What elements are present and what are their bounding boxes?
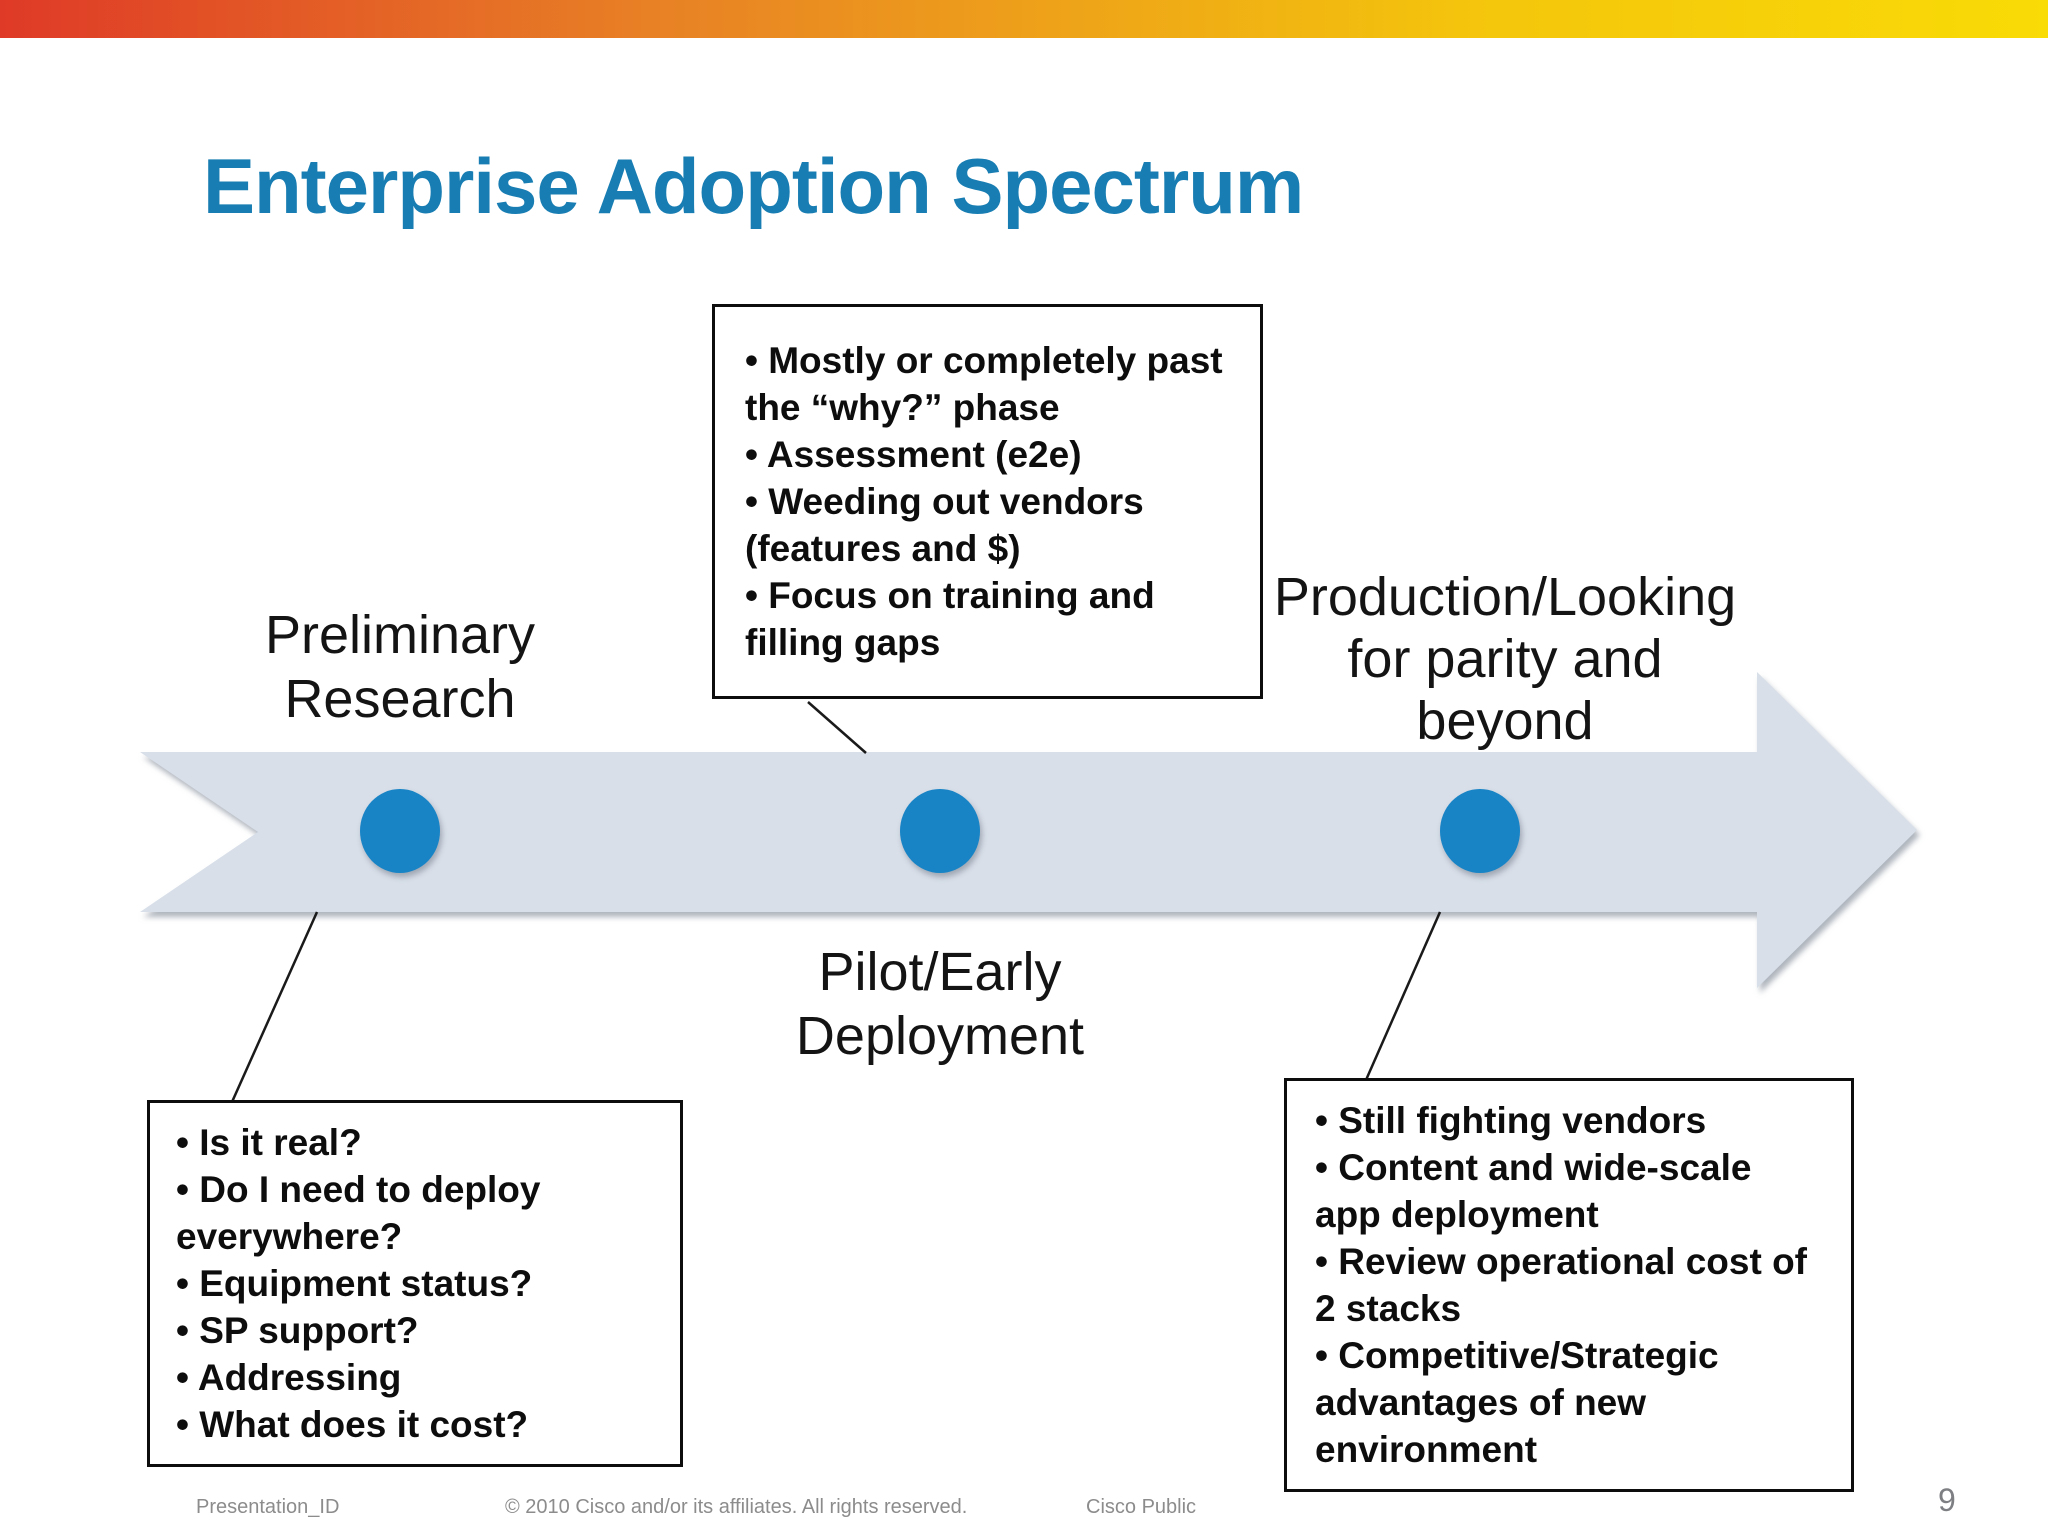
- connector-line-pilot: [807, 701, 867, 754]
- stage-label-preliminary-research: Preliminary Research: [264, 605, 536, 729]
- bullet-item: • What does it cost?: [176, 1404, 529, 1445]
- timeline-dot-production: [1440, 789, 1520, 873]
- bullet-item: • Still fighting vendors: [1315, 1100, 1707, 1141]
- bullet-item: • Content and wide-scale app deployment: [1315, 1147, 1752, 1235]
- timeline-arrow-shape: [140, 672, 1917, 988]
- bullet-item: • Is it real?: [176, 1122, 362, 1163]
- footer-presentation-id: Presentation_ID: [196, 1496, 340, 1518]
- connector-line-preliminary: [230, 911, 319, 1103]
- stage-label-production-parity: Production/Looking for parity and beyond: [1273, 567, 1737, 751]
- bullet-item: • Review operational cost of 2 stacks: [1315, 1241, 1808, 1329]
- bullet-item: • Do I need to deploy everywhere?: [176, 1169, 541, 1257]
- bullet-item: • SP support?: [176, 1310, 419, 1351]
- footer-classification: Cisco Public: [1086, 1496, 1197, 1518]
- timeline-dot-pilot: [900, 789, 980, 873]
- footer-copyright: © 2010 Cisco and/or its affiliates. All …: [505, 1496, 968, 1518]
- callout-box-pilot-early-deployment: • Mostly or completely past the “why?” p…: [712, 304, 1263, 699]
- brand-gradient-bar: [0, 0, 2048, 38]
- bullet-item: • Focus on training and filling gaps: [745, 575, 1155, 663]
- bullet-item: • Weeding out vendors (features and $): [745, 481, 1144, 569]
- callout-box-production: • Still fighting vendors • Content and wi…: [1284, 1078, 1854, 1492]
- bullet-item: • Assessment (e2e): [745, 434, 1082, 475]
- stage-label-pilot-early-deployment: Pilot/Early Deployment: [795, 942, 1085, 1066]
- bullet-item: • Mostly or completely past the “why?” p…: [745, 340, 1223, 428]
- page-title: Enterprise Adoption Spectrum: [203, 142, 1304, 230]
- bullet-item: • Equipment status?: [176, 1263, 533, 1304]
- bullet-item: • Competitive/Strategic advantages of ne…: [1315, 1335, 1719, 1470]
- timeline-dot-preliminary: [360, 789, 440, 873]
- callout-box-preliminary-research: • Is it real? • Do I need to deploy every…: [147, 1100, 683, 1467]
- page-number: 9: [1938, 1482, 1956, 1518]
- connector-line-production: [1364, 911, 1442, 1081]
- bullet-item: • Addressing: [176, 1357, 402, 1398]
